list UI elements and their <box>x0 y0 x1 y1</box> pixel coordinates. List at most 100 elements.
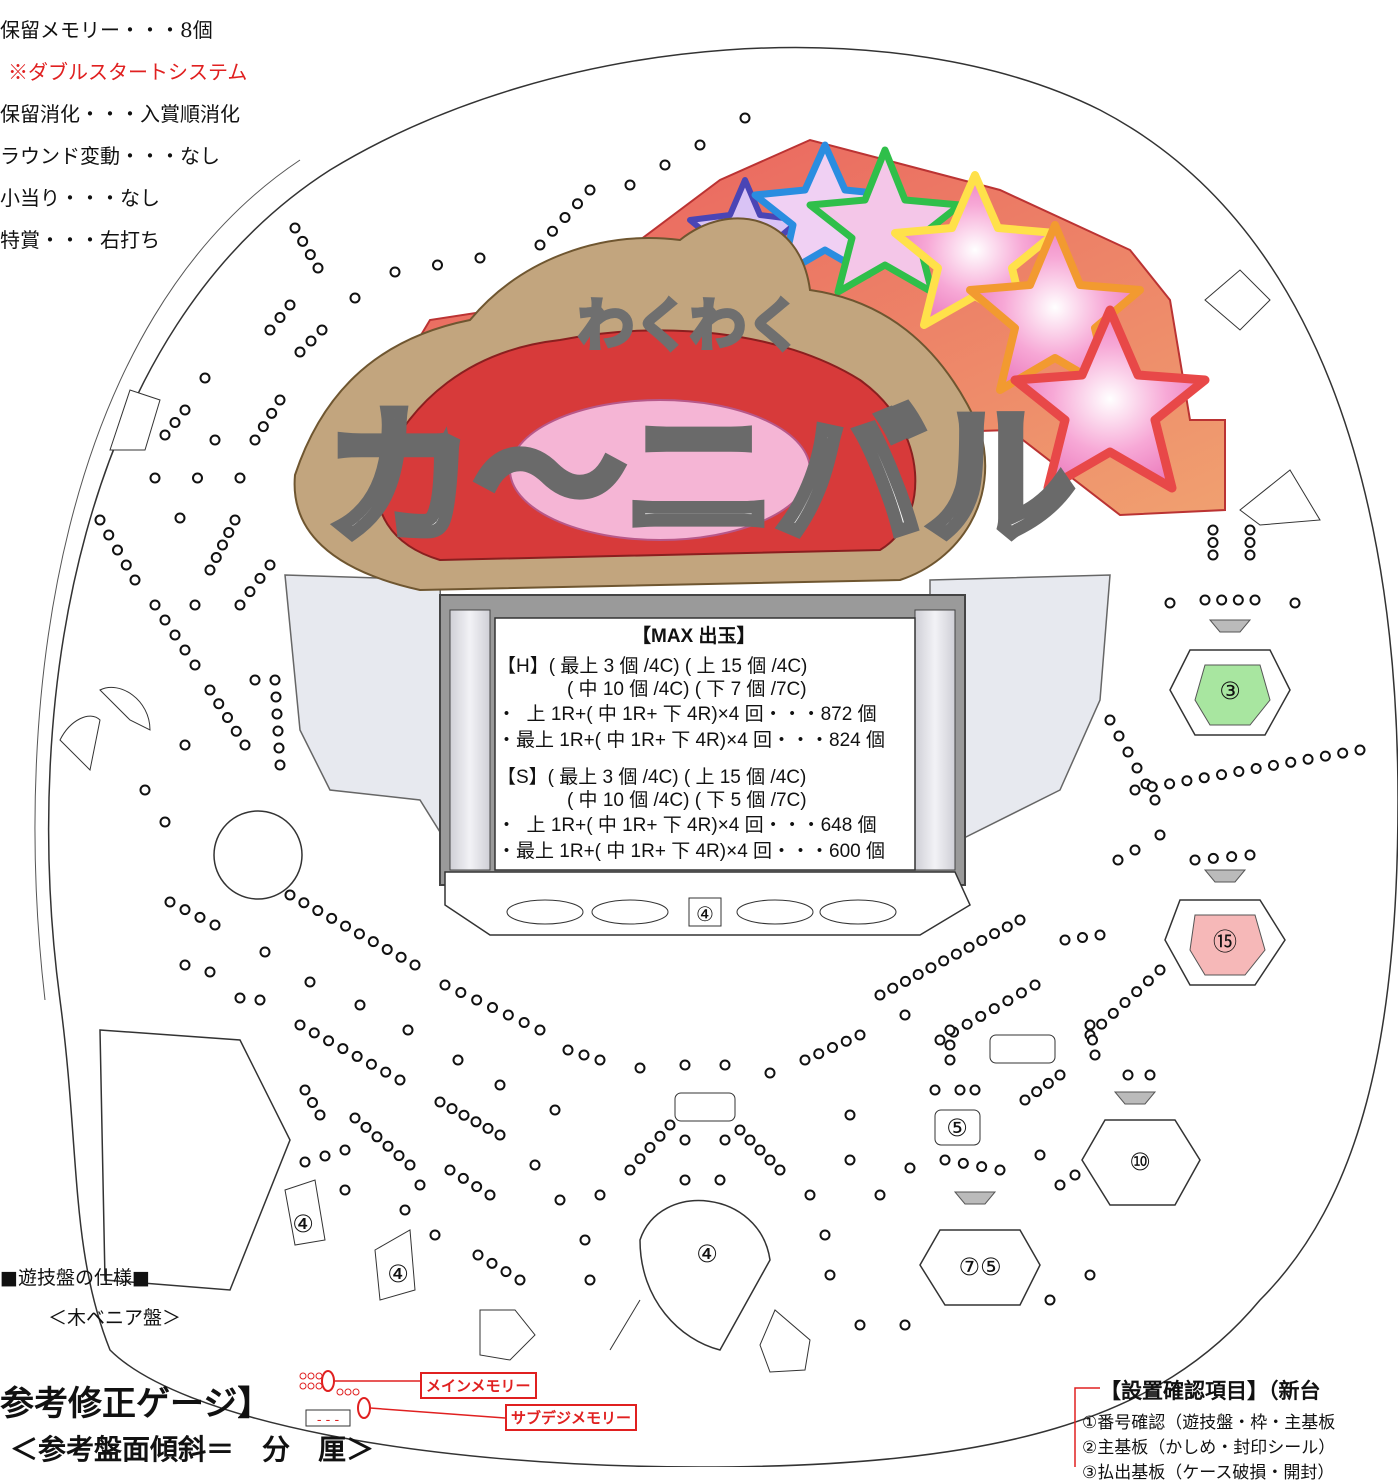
nail <box>1181 775 1193 787</box>
nail <box>634 1062 646 1074</box>
spec-double-start: ※ダブルスタートシステム <box>8 60 248 84</box>
pocket-number-center-stage: ④ <box>696 902 714 926</box>
nail <box>230 725 242 737</box>
nail <box>249 674 261 686</box>
nail <box>1154 829 1166 841</box>
nail <box>844 1154 856 1166</box>
nail <box>270 691 282 703</box>
nail <box>402 1024 414 1036</box>
nail <box>1029 979 1041 991</box>
nail <box>129 574 141 586</box>
nail <box>223 527 235 538</box>
nail <box>679 1059 691 1071</box>
nail <box>572 198 583 210</box>
nail <box>234 599 246 611</box>
windmill <box>213 810 303 900</box>
nail <box>360 1121 372 1133</box>
nail <box>1244 524 1256 536</box>
nail <box>944 1039 956 1051</box>
nail <box>1131 986 1143 998</box>
nail <box>1001 921 1013 933</box>
nail <box>1198 772 1210 784</box>
nail <box>1354 744 1366 756</box>
nail <box>103 529 115 541</box>
nail <box>854 1029 866 1041</box>
left-pocket-2 <box>374 1229 416 1301</box>
nails <box>94 112 1366 1331</box>
nail <box>323 1035 335 1047</box>
nail <box>371 1131 383 1143</box>
nail <box>254 572 266 584</box>
nail <box>452 1054 464 1066</box>
nail <box>204 564 216 576</box>
nail <box>899 975 911 987</box>
nail <box>578 1049 590 1061</box>
main-memory-tag: メインメモリー <box>420 1372 537 1399</box>
nail <box>289 222 301 234</box>
pocket-number-bottom-right: ⑦⑤ <box>958 1253 1001 1281</box>
nail <box>299 1156 311 1168</box>
nail <box>734 1124 746 1136</box>
nail <box>1216 769 1228 781</box>
nail <box>1104 714 1116 726</box>
nail <box>179 644 191 656</box>
nail <box>239 739 251 751</box>
nail <box>94 514 106 526</box>
nail <box>304 249 316 261</box>
nail <box>217 539 228 551</box>
nail <box>234 992 246 1004</box>
nail <box>988 1003 1000 1015</box>
nail <box>1249 594 1261 606</box>
nail <box>274 312 286 323</box>
nail <box>562 1044 574 1056</box>
nail <box>1189 854 1201 866</box>
nail <box>1207 852 1219 864</box>
nail <box>298 897 310 909</box>
nail <box>439 979 451 991</box>
memory-indicator <box>299 1370 1100 1467</box>
nail <box>944 1024 956 1036</box>
nail <box>305 335 317 347</box>
nail <box>594 1189 606 1201</box>
nail <box>1244 549 1256 561</box>
nail <box>549 1104 561 1116</box>
nail <box>159 614 171 626</box>
nail <box>174 512 186 524</box>
nail <box>518 1017 530 1028</box>
nail <box>319 1150 331 1162</box>
nail <box>432 259 443 271</box>
nail <box>264 559 276 571</box>
nail <box>222 712 233 723</box>
nail <box>294 346 306 358</box>
nail <box>455 987 467 998</box>
nail <box>159 816 171 828</box>
nail <box>389 266 401 278</box>
nail <box>1084 1269 1096 1281</box>
max-panel-line-4: ・最上 1R+( 中 1R+ 下 4R)×4 回・・・824 個 <box>497 730 886 751</box>
nail <box>1069 1169 1081 1181</box>
nail <box>1244 537 1256 548</box>
nail <box>1042 1077 1054 1089</box>
nail <box>494 1129 506 1141</box>
checklist-item-3: ③払出基板（ケース破損・開封） <box>1082 1463 1335 1483</box>
nail <box>1289 597 1301 609</box>
nail <box>380 1066 392 1078</box>
nail <box>409 959 421 971</box>
nail <box>1207 549 1219 561</box>
nail <box>349 292 361 304</box>
nail <box>472 1249 484 1261</box>
nail <box>764 1154 776 1166</box>
nail <box>644 1142 656 1153</box>
screen-curtain-left <box>284 574 446 843</box>
nail <box>547 225 558 237</box>
nail <box>139 784 151 796</box>
nail <box>169 417 181 428</box>
nail <box>395 951 407 963</box>
nail <box>950 948 962 960</box>
nail <box>975 1010 987 1022</box>
nail <box>314 1109 326 1121</box>
nail <box>1164 597 1176 609</box>
max-panel-line-2: ( 中 10 個 /4C) ( 下 7 個 /7C) <box>530 679 807 700</box>
nail <box>234 472 246 484</box>
pocket-number-right-lower: ⑩ <box>1129 1148 1151 1176</box>
